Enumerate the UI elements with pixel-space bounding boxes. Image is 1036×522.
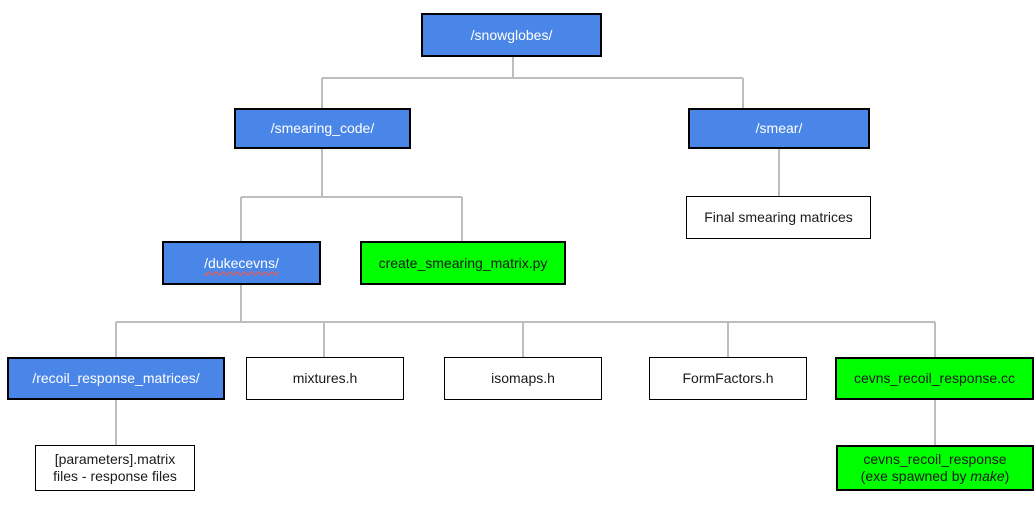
file-final-smearing-matrices-label: Final smearing matrices: [704, 209, 853, 225]
folder-smear: /smear/: [688, 108, 870, 149]
file-mixtures-label: mixtures.h: [292, 370, 358, 386]
file-parameters-matrix-line2: files - response files: [53, 468, 177, 484]
folder-dukecevns-label: /dukecevns/: [204, 254, 279, 271]
file-cevns-recoil-response-exe: cevns_recoil_response (exe spawned by ma…: [836, 445, 1034, 491]
file-mixtures: mixtures.h: [246, 357, 404, 400]
file-formfactors: FormFactors.h: [649, 357, 807, 400]
file-create-smearing-matrix-label: create_smearing_matrix.py: [378, 254, 548, 271]
exe-line2-prefix: (exe spawned by: [860, 468, 971, 484]
folder-snowglobes-label: /snowglobes/: [470, 26, 553, 43]
file-parameters-matrix-line1: [parameters].matrix: [54, 451, 176, 467]
file-final-smearing-matrices: Final smearing matrices: [686, 196, 871, 239]
folder-smearing-code: /smearing_code/: [234, 108, 411, 149]
connector-smearing-code: [240, 149, 463, 241]
folder-smearing-code-label: /smearing_code/: [270, 120, 375, 136]
file-create-smearing-matrix: create_smearing_matrix.py: [360, 241, 566, 285]
folder-recoil-response-matrices-label: /recoil_response_matrices/: [32, 370, 200, 386]
exe-line2-suffix: ): [1004, 468, 1010, 484]
file-cevns-recoil-response-cc: cevns_recoil_response.cc: [835, 357, 1034, 400]
file-formfactors-label: FormFactors.h: [682, 370, 774, 386]
connector-root: [321, 57, 744, 108]
file-parameters-matrix: [parameters].matrix files - response fil…: [35, 445, 195, 491]
exe-line2-make: make: [970, 468, 1005, 484]
folder-smear-label: /smear/: [755, 120, 803, 136]
file-cevns-recoil-response-cc-label: cevns_recoil_response.cc: [853, 370, 1016, 386]
file-cevns-exe-line2: (exe spawned by make): [861, 468, 1010, 485]
connector-dukecevns: [115, 285, 936, 357]
file-cevns-exe-line1: cevns_recoil_response: [863, 451, 1007, 467]
folder-snowglobes: /snowglobes/: [421, 13, 602, 57]
folder-dukecevns: /dukecevns/: [162, 241, 321, 285]
file-isomaps: isomaps.h: [444, 357, 602, 400]
folder-recoil-response-matrices: /recoil_response_matrices/: [7, 357, 225, 400]
file-isomaps-label: isomaps.h: [491, 370, 555, 386]
